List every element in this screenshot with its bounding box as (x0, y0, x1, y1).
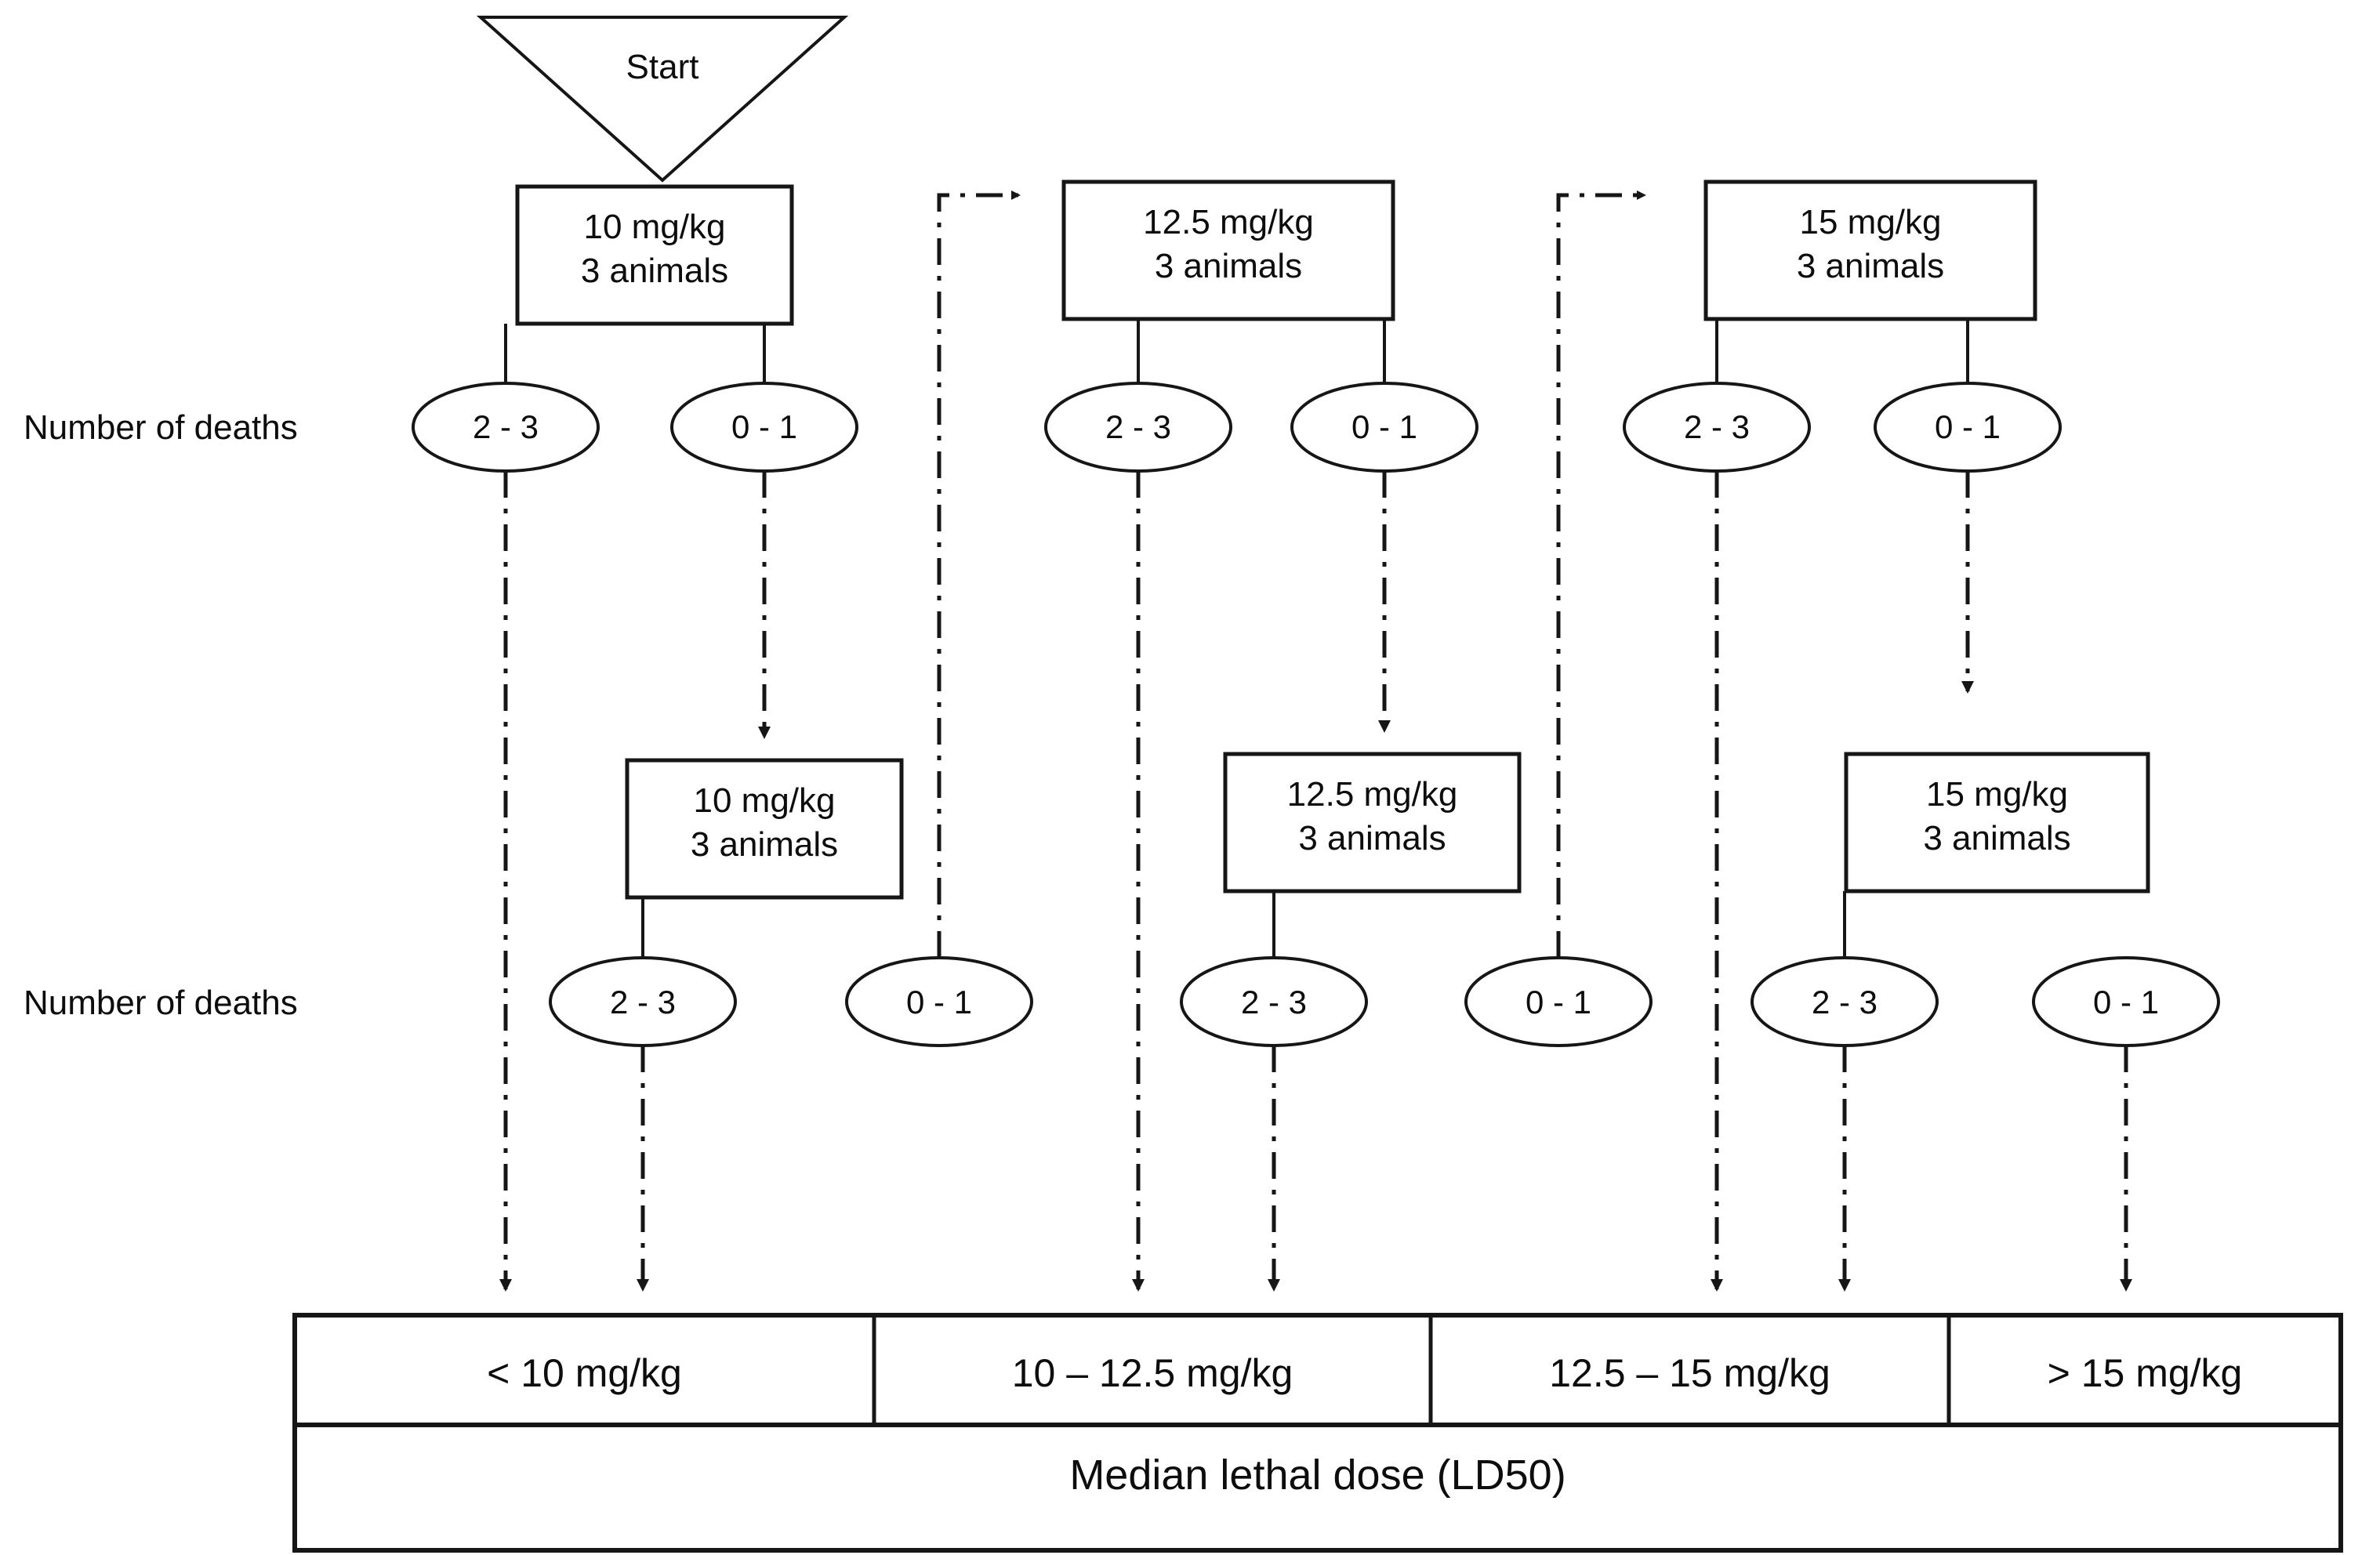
escalate-to-dose-box-top-2 (937, 190, 1021, 958)
deaths-ellipse-r2-6 (2032, 956, 2220, 1047)
deaths-ellipse-r1-4 (1290, 382, 1478, 473)
deaths-ellipse-r1-5 (1623, 382, 1811, 473)
deaths-ellipse-r1-3 (1044, 382, 1232, 473)
deaths-ellipse-r2-3 (1180, 956, 1368, 1047)
result-table-grid (292, 1313, 2343, 1553)
deaths-ellipse-r2-1 (549, 956, 737, 1047)
deaths-ellipse-r1-2 (670, 382, 858, 473)
deaths-ellipse-r1-1 (412, 382, 600, 473)
escalate-to-dose-box-top-3 (1556, 190, 1646, 958)
dose-box-middle-1 (625, 758, 904, 900)
dose-box-middle-2 (1223, 752, 1522, 893)
deaths-ellipse-r2-2 (845, 956, 1033, 1047)
dose-box-middle-3 (1844, 752, 2150, 893)
start-triangle (476, 16, 849, 183)
dose-box-top-1 (515, 184, 794, 326)
dose-box-top-2 (1061, 179, 1395, 321)
deaths-ellipse-r2-4 (1464, 956, 1653, 1047)
deaths-ellipse-r2-5 (1751, 956, 1939, 1047)
dose-box-top-3 (1703, 179, 2037, 321)
deaths-ellipse-r1-6 (1874, 382, 2062, 473)
